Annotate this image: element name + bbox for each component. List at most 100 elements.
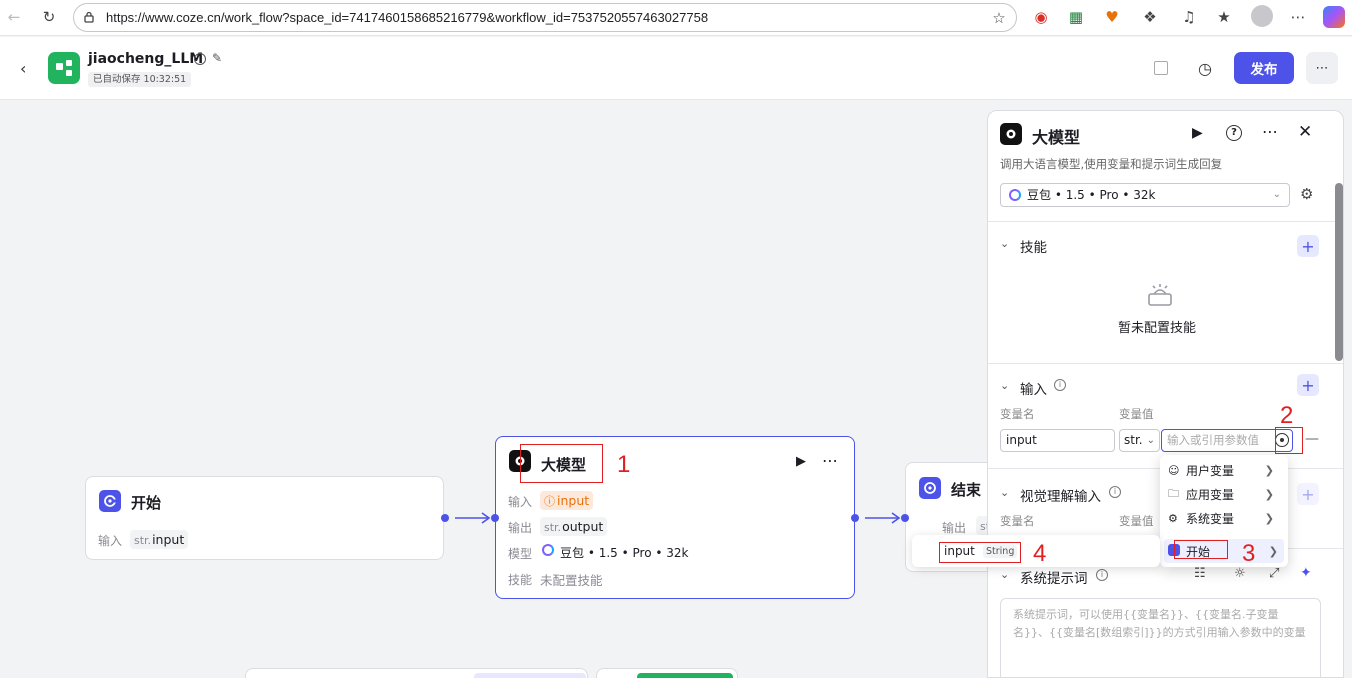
menu-item-label: 用户变量 <box>1186 463 1235 478</box>
toolbar-highlight[interactable] <box>474 673 586 678</box>
llm-model-value: 豆包 • 1.5 • Pro • 32k <box>560 546 689 560</box>
panel-run-icon[interactable]: ▶ <box>1192 125 1203 141</box>
extension-icon[interactable]: ▦ <box>1068 8 1084 26</box>
start-input-chip: str.input <box>130 530 189 549</box>
vision-var-name-header: 变量名 <box>1000 514 1035 528</box>
llm-input-port[interactable] <box>491 514 499 522</box>
vision-section-title: 视觉理解输入 <box>1020 489 1101 505</box>
llm-output-port[interactable] <box>851 514 859 522</box>
end-input-port[interactable] <box>901 514 909 522</box>
type-tag: str. <box>134 534 152 547</box>
submenu-item-input[interactable]: input String <box>914 538 1158 564</box>
var-type-select[interactable]: str.⌄ <box>1119 429 1160 452</box>
model-settings-gear-icon[interactable]: ⚙ <box>1300 185 1314 203</box>
start-input-label: 输入 <box>98 534 123 548</box>
vision-var-value-header: 变量值 <box>1119 514 1154 528</box>
media-icon[interactable]: ♫ <box>1182 8 1196 26</box>
more-options-button[interactable]: ⋯ <box>1306 52 1338 84</box>
info-icon[interactable]: i <box>194 53 206 65</box>
start-node[interactable]: 开始 输入 str.input <box>85 476 444 560</box>
profile-avatar-icon[interactable] <box>1251 5 1273 27</box>
reload-icon[interactable]: ↻ <box>42 8 56 26</box>
llm-model-label: 模型 <box>508 547 533 561</box>
collapse-chevron-icon[interactable]: ⌄ <box>1000 237 1010 250</box>
run-icon[interactable]: ▶ <box>796 454 806 469</box>
prompt-library-icon[interactable]: ☷ <box>1194 566 1206 581</box>
var-name-input[interactable]: input <box>1000 429 1115 452</box>
lightbulb-icon[interactable]: ☼ <box>1234 566 1246 581</box>
folder-icon: 🗀 <box>1168 486 1179 500</box>
bookmark-star-icon[interactable]: ☆ <box>992 9 1006 27</box>
start-output-port[interactable] <box>441 514 449 522</box>
menu-item-system-variables[interactable]: ⚙系统变量❯ <box>1168 506 1280 530</box>
add-vision-input-button[interactable]: + <box>1297 483 1319 505</box>
submenu-var-type: String <box>983 545 1018 558</box>
panel-scrollbar[interactable] <box>1335 183 1343 361</box>
llm-skill-label: 技能 <box>508 573 533 587</box>
menu-item-label: 开始 <box>1186 544 1211 559</box>
copilot-icon[interactable] <box>1323 6 1345 28</box>
menu-item-user-variables[interactable]: ☺ 用户变量 ❯ <box>1168 458 1280 482</box>
back-arrow-icon[interactable]: ← <box>7 8 21 26</box>
remove-input-icon[interactable]: — <box>1305 431 1319 447</box>
browser-menu-icon[interactable]: ⋯ <box>1290 8 1306 26</box>
llm-input-label: 输入 <box>508 495 533 509</box>
close-icon[interactable]: ✕ <box>1298 122 1313 142</box>
chevron-right-icon: ❯ <box>1264 463 1274 477</box>
add-skill-button[interactable]: + <box>1297 235 1319 257</box>
add-input-button[interactable]: + <box>1297 374 1319 396</box>
info-icon[interactable]: i <box>1096 569 1108 581</box>
address-bar[interactable]: https://www.coze.cn/work_flow?space_id=7… <box>73 3 1017 32</box>
collapse-chevron-icon[interactable]: ⌄ <box>1000 379 1010 392</box>
extension-icon[interactable]: ◉ <box>1034 8 1048 26</box>
info-icon[interactable]: i <box>1054 379 1066 391</box>
site-info-icon[interactable] <box>82 10 96 24</box>
menu-item-start-node[interactable]: 开始 ❯ <box>1164 539 1284 563</box>
info-icon[interactable]: i <box>1109 486 1121 498</box>
model-select[interactable]: 豆包 • 1.5 • Pro • 32k ⌄ <box>1000 183 1290 207</box>
back-chevron-icon[interactable]: ‹ <box>20 59 27 78</box>
publish-button[interactable]: 发布 <box>1234 52 1294 84</box>
panel-llm-icon <box>1000 123 1022 145</box>
system-prompt-textarea[interactable]: 系统提示词，可以使用{{变量名}}、{{变量名.子变量名}}、{{变量名[数组索… <box>1000 598 1321 677</box>
collapse-chevron-icon[interactable]: ⌄ <box>1000 568 1010 581</box>
history-icon[interactable]: ◷ <box>1198 59 1212 78</box>
help-icon[interactable]: ? <box>1226 125 1242 141</box>
divider <box>988 363 1343 364</box>
test-run-button[interactable] <box>637 673 733 678</box>
extension-icon[interactable]: ♥ <box>1105 8 1119 26</box>
var-value-header: 变量值 <box>1119 407 1154 421</box>
end-node-title: 结束 <box>951 481 982 499</box>
menu-item-label: 系统变量 <box>1186 511 1235 526</box>
collapse-chevron-icon[interactable]: ⌄ <box>1000 486 1010 499</box>
menu-item-app-variables[interactable]: 🗀应用变量❯ <box>1168 482 1280 506</box>
user-icon: ☺ <box>1168 463 1180 477</box>
var-name-header: 变量名 <box>1000 407 1035 421</box>
var-value-input[interactable]: 输入或引用参数值 <box>1161 429 1293 452</box>
copy-icon[interactable] <box>1154 61 1168 75</box>
chevron-down-icon: ⌄ <box>1146 435 1155 446</box>
annotation-number-3: 3 <box>1242 540 1256 567</box>
skills-empty-text: 暂未配置技能 <box>1118 321 1197 336</box>
var-type-value: str. <box>1124 433 1143 447</box>
node-more-icon[interactable]: ⋯ <box>822 451 838 470</box>
chevron-down-icon: ⌄ <box>1272 189 1281 200</box>
annotation-number-2: 2 <box>1280 402 1294 429</box>
extensions-puzzle-icon[interactable]: ❖ <box>1143 8 1157 26</box>
panel-more-icon[interactable]: ⋯ <box>1262 122 1278 141</box>
edit-icon[interactable]: ✎ <box>212 51 223 65</box>
chevron-right-icon: ❯ <box>1268 544 1278 558</box>
expand-icon[interactable]: ⤢ <box>1269 566 1280 581</box>
doubao-icon <box>1009 189 1021 201</box>
ai-optimize-icon[interactable]: ✦ <box>1300 565 1312 581</box>
favorites-icon[interactable]: ★ <box>1217 8 1231 26</box>
llm-skill-value: 未配置技能 <box>540 573 603 588</box>
empty-skill-icon <box>1146 281 1174 309</box>
chevron-right-icon: ❯ <box>1264 487 1274 501</box>
system-prompt-title: 系统提示词 <box>1020 571 1088 587</box>
type-tag: str. <box>544 521 562 534</box>
skills-section-title: 技能 <box>1020 240 1047 256</box>
end-node-icon <box>919 477 941 499</box>
